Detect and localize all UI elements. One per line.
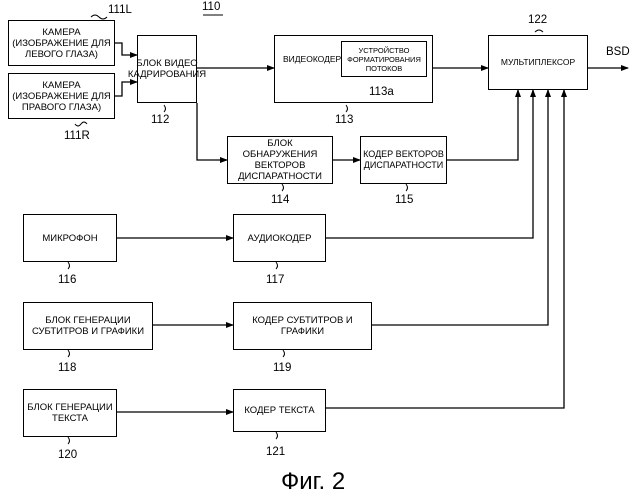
text-encoder-label: КОДЕР ТЕКСТА [244,405,314,416]
subtitle-gen-block: БЛОК ГЕНЕРАЦИИ СУБТИТРОВ И ГРАФИКИ [23,302,153,350]
arrow-dispencoder-to-mux [447,90,518,160]
multiplexer-label: МУЛЬТИПЛЕКСОР [501,57,575,68]
subtitle-encoder-ref: 119 [273,362,291,374]
stream-formatter-block: УСТРОЙСТВО ФОРМАТИРОВАНИЯ ПОТОКОВ [341,41,427,77]
camera-right-ref: 111R [64,130,90,142]
figure-caption: Фиг. 2 [281,468,345,496]
audio-encoder-block: АУДИОКОДЕР [233,214,326,262]
video-encoder-ref: 113 [335,114,353,126]
disparity-encoder-block: КОДЕР ВЕКТОРОВ ДИСПАРАТНОСТИ [360,136,447,184]
camera-left-ref: 111L [108,4,132,16]
audio-encoder-label: АУДИОКОДЕР [248,233,312,244]
disparity-detect-block: БЛОК ОБНАРУЖЕНИЯ ВЕКТОРОВ ДИСПАРАТНОСТИ [227,136,333,184]
stream-formatter-ref: 113a [369,86,394,98]
audio-encoder-ref: 117 [266,274,284,286]
text-gen-ref: 120 [58,449,77,461]
subtitle-encoder-label: КОДЕР СУБТИТРОВ И ГРАФИКИ [235,315,370,337]
multiplexer-ref: 122 [528,14,547,26]
disparity-encoder-ref: 115 [395,194,413,206]
text-encoder-ref: 121 [266,446,285,458]
video-framing-ref: 112 [151,114,169,126]
text-encoder-block: КОДЕР ТЕКСТА [233,389,326,432]
stream-formatter-label: УСТРОЙСТВО ФОРМАТИРОВАНИЯ ПОТОКОВ [342,46,426,73]
arrow-framing-to-disparity [197,103,227,160]
arrow-subenc-to-mux [372,90,548,325]
output-bsd-label: BSD [606,46,630,58]
multiplexer-block: МУЛЬТИПЛЕКСОР [488,35,588,90]
microphone-ref: 116 [58,274,76,286]
arrow-cam-right-to-framing [115,82,137,96]
text-gen-block: БЛОК ГЕНЕРАЦИИ ТЕКСТА [23,389,117,437]
disparity-encoder-label: КОДЕР ВЕКТОРОВ ДИСПАРАТНОСТИ [362,149,445,171]
video-framing-block: БЛОК ВИДЕО КАДРИРОВАНИЯ [137,35,197,103]
camera-right-label: КАМЕРА (ИЗОБРАЖЕНИЕ ДЛЯ ПРАВОГО ГЛАЗА) [10,80,113,113]
camera-left-label: КАМЕРА (ИЗОБРАЖЕНИЕ ДЛЯ ЛЕВОГО ГЛАЗА) [10,27,113,60]
video-framing-label: БЛОК ВИДЕО КАДРИРОВАНИЯ [128,58,206,80]
text-gen-label: БЛОК ГЕНЕРАЦИИ ТЕКСТА [25,402,115,424]
disparity-detect-label: БЛОК ОБНАРУЖЕНИЯ ВЕКТОРОВ ДИСПАРАТНОСТИ [229,138,331,182]
disparity-detect-ref: 114 [271,194,289,206]
camera-left-block: КАМЕРА (ИЗОБРАЖЕНИЕ ДЛЯ ЛЕВОГО ГЛАЗА) [8,20,115,66]
subtitle-gen-ref: 118 [58,362,76,374]
camera-right-block: КАМЕРА (ИЗОБРАЖЕНИЕ ДЛЯ ПРАВОГО ГЛАЗА) [8,73,115,119]
arrow-cam-left-to-framing [115,43,137,55]
microphone-label: МИКРОФОН [42,233,97,244]
video-encoder-label: ВИДЕОКОДЕР [283,54,341,65]
subtitle-gen-label: БЛОК ГЕНЕРАЦИИ СУБТИТРОВ И ГРАФИКИ [25,315,151,337]
diagram-ref: 110 [202,1,220,13]
subtitle-encoder-block: КОДЕР СУБТИТРОВ И ГРАФИКИ [233,302,372,350]
microphone-block: МИКРОФОН [23,214,117,262]
